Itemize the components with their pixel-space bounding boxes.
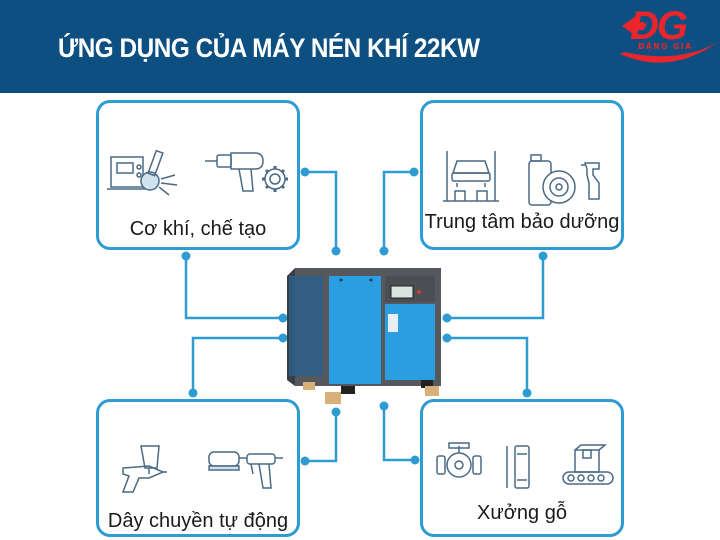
gas-cylinder-tire-icon (528, 154, 600, 206)
conveyor-icon (562, 444, 614, 485)
application-card-woodworking: Xưởng gỗ (420, 399, 624, 537)
valve-icon (436, 442, 482, 478)
application-label: Xưởng gỗ (477, 502, 567, 524)
logo-mark: ĐG (630, 4, 688, 48)
header-banner: ỨNG DỤNG CỦA MÁY NÉN KHÍ 22KW ĐG ĐẶNG GI… (0, 0, 720, 93)
application-label: Dây chuyền tự động (107, 510, 289, 532)
impact-wrench-icon (205, 152, 288, 192)
application-label: Cơ khí, chế tạo (129, 218, 267, 240)
application-card-automation: Dây chuyền tự động (96, 399, 300, 537)
spray-bottle-icon (581, 162, 600, 200)
logo-name: ĐẶNG GIA (638, 42, 693, 51)
application-card-maintenance: Trung tâm bảo dưỡng (420, 100, 624, 250)
air-sander-icon (208, 451, 283, 489)
dang-gia-logo: ĐG ĐẶNG GIA (600, 4, 720, 68)
spray-gun-icon (121, 445, 167, 493)
application-label: Trung tâm bảo dưỡng (424, 211, 620, 233)
cutting-machine-icon (107, 149, 178, 196)
air-compressor-icon (287, 268, 441, 404)
car-lift-icon (443, 151, 499, 202)
page-title: ỨNG DỤNG CỦA MÁY NÉN KHÍ 22KW (58, 33, 480, 63)
logo-swoosh-icon (620, 16, 718, 63)
pneumatic-cylinder-icon (506, 445, 530, 489)
application-card-mechanical: Cơ khí, chế tạo (96, 100, 300, 250)
